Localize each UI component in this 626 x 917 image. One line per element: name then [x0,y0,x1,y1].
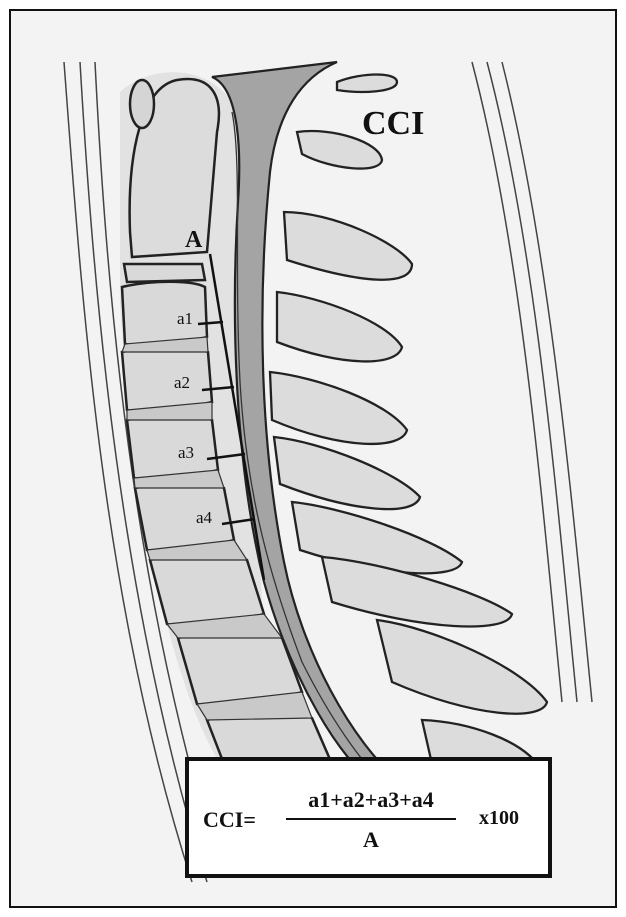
vertebra-c5 [127,416,218,480]
vertebra-c3 [122,282,207,345]
a1-label: a1 [177,309,193,328]
formula-denominator: A [286,827,456,853]
spinous-c7 [292,502,462,573]
spinous-c4 [277,292,402,361]
spinous-t2 [377,620,547,714]
a3-label: a3 [178,443,194,462]
spinous-c6 [274,437,420,509]
cci-formula-box: CCI= a1+a2+a3+a4 A x100 [185,757,552,878]
atlas-anterior-arch [130,80,154,128]
spinous-c3 [284,212,412,280]
formula-fraction-bar [286,818,456,820]
formula-multiplier: x100 [479,807,519,830]
vertebra-c4 [122,348,212,412]
spinous-c5 [270,372,407,444]
posterior-arch-c1 [337,75,397,92]
vertebra-c7 [150,554,264,626]
vertebra-endplate [124,264,205,282]
line-a-label: A [185,227,203,253]
formula-numerator: a1+a2+a3+a4 [286,787,456,813]
a2-label: a2 [174,373,190,392]
formula-lhs: CCI= [203,807,256,833]
cci-title-label: CCI [362,105,424,142]
a4-label: a4 [196,508,213,527]
